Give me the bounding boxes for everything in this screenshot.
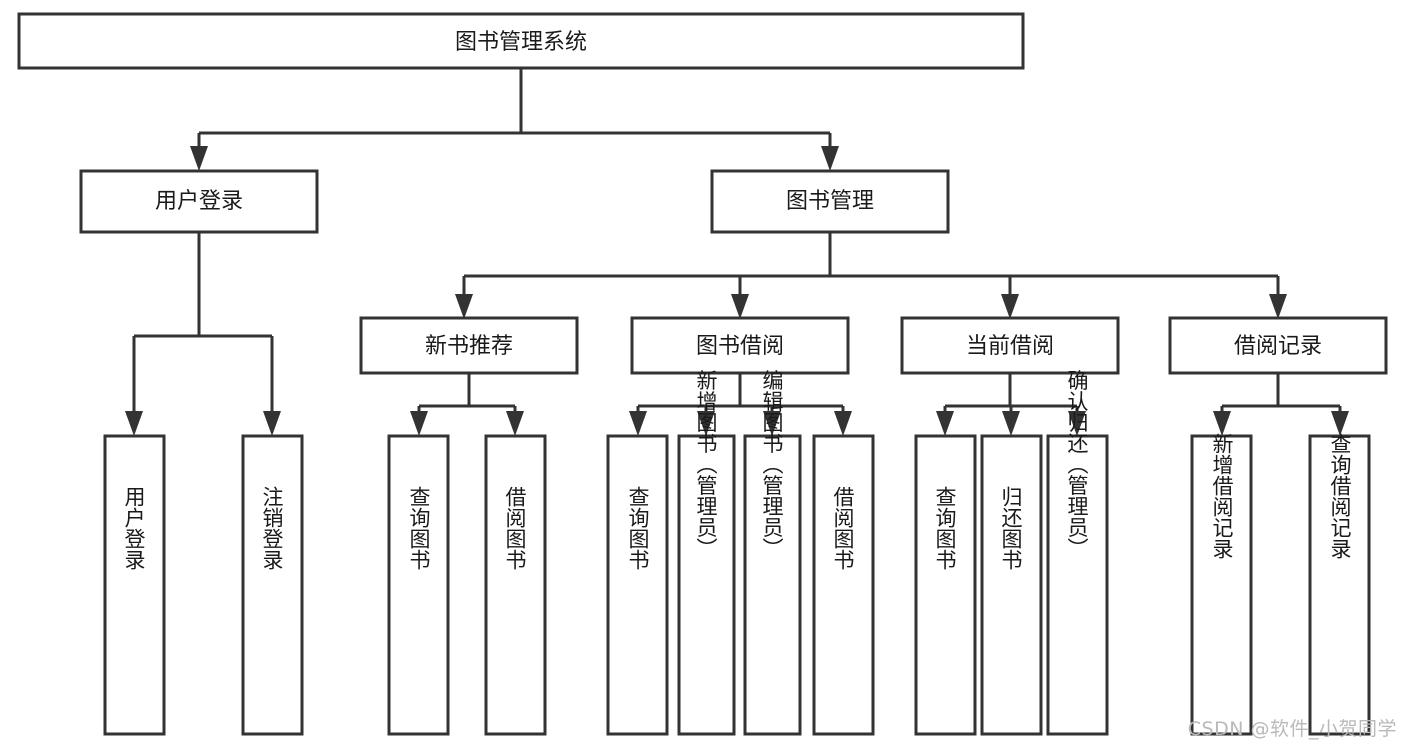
node-borrow-record-box [1168, 316, 1388, 375]
node-book-borrow-label: 图书借阅 [696, 334, 784, 359]
leaf-node-bb-add-book[interactable]: 新增图书（管理员） [677, 370, 736, 736]
node-user-login-box [79, 169, 319, 234]
arrow-to-borrow-record [1269, 294, 1287, 319]
leaf-br-query-record-label: 查询借阅记录 [1328, 433, 1352, 559]
arrow-bb-leaf-4 [834, 411, 852, 436]
leaf-node-nbr-query-book[interactable]: 查询图书 [387, 434, 450, 736]
leaf-cb-confirm-return-label: 确认归还（管理员） [1065, 370, 1089, 559]
connectors-new-book-recommend-to-leaves [410, 373, 524, 436]
node-borrow-record[interactable]: 借阅记录 [1168, 316, 1388, 375]
leaf-bb-borrow-book-box [812, 434, 875, 736]
arrow-bb-leaf-3 [763, 411, 781, 436]
leaf-bb-query-book-box [606, 434, 669, 736]
leaf-br-add-record-label: 新增借阅记录 [1210, 433, 1234, 559]
leaf-node-logout[interactable]: 注销登录 [241, 434, 304, 736]
leaf-cb-query-book-box [914, 434, 977, 736]
leaf-bb-add-book-label: 新增图书（管理员） [694, 370, 718, 559]
leaf-nbr-borrow-book-box [484, 434, 547, 736]
leaf-br-add-record-box [1190, 434, 1253, 736]
node-root-box [17, 12, 1025, 70]
leaf-node-cb-return-book[interactable]: 归还图书 [980, 434, 1043, 736]
arrow-to-leaf-logout [263, 411, 281, 436]
node-new-book-recommend[interactable]: 新书推荐 [359, 316, 579, 375]
leaf-bb-edit-book-label: 编辑图书（管理员） [760, 370, 784, 559]
leaf-cb-return-book-label: 归还图书 [999, 486, 1023, 570]
connectors-book-manage-to-level3 [455, 232, 1287, 319]
leaf-nbr-query-book-label: 查询图书 [407, 486, 431, 570]
node-current-borrow-box [900, 316, 1120, 375]
leaf-cb-confirm-return-box [1046, 434, 1109, 736]
leaf-node-bb-edit-book[interactable]: 编辑图书（管理员） [743, 370, 802, 736]
leaf-logout-label: 注销登录 [260, 486, 284, 570]
leaf-node-br-query-record[interactable]: 查询借阅记录 [1308, 433, 1371, 736]
node-user-login-label: 用户登录 [155, 189, 243, 214]
leaf-user-login-label: 用户登录 [122, 486, 146, 570]
node-root-system[interactable]: 图书管理系统 [17, 12, 1025, 70]
leaf-nbr-borrow-book-label: 借阅图书 [503, 486, 527, 570]
arrow-cb-leaf-2 [1002, 411, 1020, 436]
arrow-nbr-leaf-1 [410, 411, 428, 436]
node-book-borrow-box [630, 316, 850, 375]
leaf-bb-query-book-label: 查询图书 [626, 486, 650, 570]
arrow-to-book-borrow [731, 294, 749, 319]
leaf-bb-add-book-box [677, 434, 736, 736]
leaf-nbr-query-book-box [387, 434, 450, 736]
leaf-user-login-box [103, 434, 166, 736]
arrow-root-to-user-login [190, 146, 208, 171]
node-user-login[interactable]: 用户登录 [79, 169, 319, 234]
arrow-br-leaf-2 [1331, 411, 1349, 436]
node-book-management-box [710, 169, 950, 234]
arrow-root-to-book-manage [821, 146, 839, 171]
arrow-br-leaf-1 [1213, 411, 1231, 436]
node-root-label: 图书管理系统 [455, 30, 587, 55]
leaf-node-nbr-borrow-book[interactable]: 借阅图书 [484, 434, 547, 736]
arrow-nbr-leaf-2 [506, 411, 524, 436]
connectors-borrow-record-to-leaves [1213, 373, 1349, 436]
leaf-node-user-login[interactable]: 用户登录 [103, 434, 166, 736]
connectors-root-to-level2 [190, 68, 839, 171]
arrow-cb-leaf-1 [936, 411, 954, 436]
arrow-to-current-borrow [1001, 294, 1019, 319]
arrow-to-new-book-recommend [455, 294, 473, 319]
arrow-to-leaf-user-login [125, 411, 143, 436]
node-current-borrow-label: 当前借阅 [966, 334, 1054, 359]
arrow-cb-leaf-3 [1068, 411, 1086, 436]
node-borrow-record-label: 借阅记录 [1234, 334, 1322, 359]
node-current-borrow[interactable]: 当前借阅 [900, 316, 1120, 375]
node-new-book-recommend-box [359, 316, 579, 375]
leaf-bb-edit-book-box [743, 434, 802, 736]
arrow-bb-leaf-2 [697, 411, 715, 436]
leaf-node-cb-query-book[interactable]: 查询图书 [914, 434, 977, 736]
leaf-cb-query-book-label: 查询图书 [933, 486, 957, 570]
arrow-bb-leaf-1 [629, 411, 647, 436]
csdn-watermark: CSDN @软件_小贺同学 [1187, 718, 1397, 740]
node-book-management[interactable]: 图书管理 [710, 169, 950, 234]
connectors-book-borrow-to-leaves [629, 373, 852, 436]
leaf-bb-borrow-book-label: 借阅图书 [831, 486, 855, 570]
leaf-node-bb-borrow-book[interactable]: 借阅图书 [812, 434, 875, 736]
leaf-node-br-add-record[interactable]: 新增借阅记录 [1190, 433, 1253, 736]
connectors-user-login-to-leaves [125, 232, 281, 436]
leaf-node-cb-confirm-return[interactable]: 确认归还（管理员） [1046, 370, 1109, 736]
connectors-current-borrow-to-leaves [936, 373, 1086, 436]
node-book-borrow[interactable]: 图书借阅 [630, 316, 850, 375]
leaf-logout-box [241, 434, 304, 736]
node-book-management-label: 图书管理 [786, 189, 874, 214]
leaf-cb-return-book-box [980, 434, 1043, 736]
node-new-book-recommend-label: 新书推荐 [425, 334, 513, 359]
leaf-br-query-record-box [1308, 434, 1371, 736]
leaf-node-bb-query-book[interactable]: 查询图书 [606, 434, 669, 736]
